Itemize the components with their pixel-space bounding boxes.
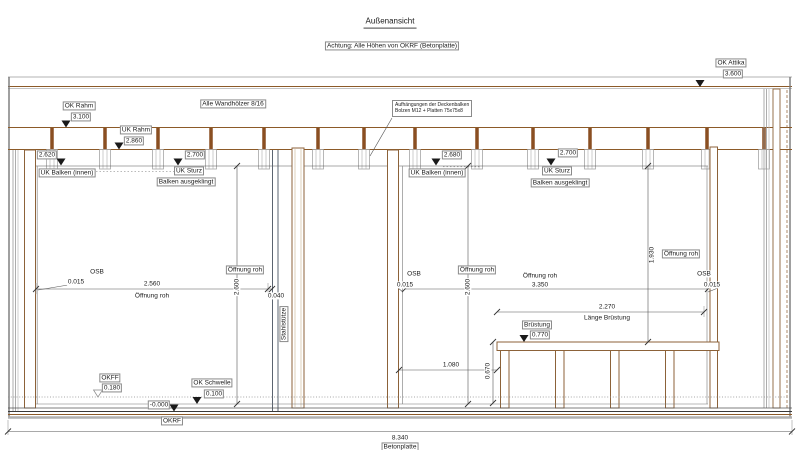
wall-timbers-note: Alle Wandhölzer 8/16 [200,99,266,109]
uk-balken-mid-value: 2.680 [441,150,463,160]
hanger-note: Aufhängungen der Deckenbalken Bolzen M12… [392,100,473,117]
uk-balken-left-label: UK Balken (innen) [38,168,96,178]
ok-schwelle-marker [192,397,202,404]
uk-balken-mid-marker [431,158,441,166]
uk-sturz-right-note: Balken ausgeklingt [530,178,590,188]
slab-label: Betonplatte [381,442,419,450]
uk-sturz-left-marker [173,158,183,166]
parapet-height-value: 1.930 [648,245,656,265]
right-wall [706,88,781,409]
uk-sturz-right-value: 2.700 [557,148,579,158]
okff-label: OKFF [99,373,121,383]
uk-rahm-label: UK Rahm [119,125,153,135]
osb-right-thickness: 0.015 [702,281,722,289]
bruestung-marker [519,335,529,342]
bruestung-railing [496,341,720,409]
level-markers [56,80,705,412]
page-title: Außenansicht [363,17,417,29]
uk-balken-mid-label: UK Balken (innen) [408,168,466,178]
bruestung-label: Brüstung [521,320,553,330]
wall-studs [50,128,766,150]
uk-rahm-value: 2.860 [123,136,145,146]
bruestung-length-label: Länge Brüstung [583,314,631,322]
okrf-label: OKRF [160,416,184,426]
uk-sturz-left-note: Balken ausgeklingt [156,177,216,187]
opening1-height-label: Öffnung roh [225,265,265,275]
floor-slab [8,396,792,419]
ok-schwelle-label: OK Schwelle [191,378,233,388]
okff-value: 0.180 [101,383,123,393]
ok-rahm-marker [61,120,71,128]
opening2-width-value: 3.350 [530,281,550,289]
wall-to-bruestung-value: 1.080 [441,361,461,369]
osb-mid-label: OSB [406,270,422,278]
uk-sturz-left-label: UK Sturz [173,166,205,176]
opening2-height-label: Öffnung roh [457,265,497,275]
slab-length-value: 8.340 [390,434,410,442]
bruestung-length-value: 2.270 [597,303,617,311]
bruestung-value: 0.770 [529,330,551,340]
leader-lines [37,117,719,293]
building-outline [8,76,792,418]
ok-rahm-label: OK Rahm [62,101,96,111]
hanger-note-line1: Aufhängungen der Deckenbalken [395,102,470,108]
opening2-height-value: 2.600 [464,277,472,297]
hanger-note-line2: Bolzen M12 + Platten 75x75x8 [395,108,463,115]
uk-sturz-right-marker [546,158,556,166]
ok-attika-marker [695,80,705,87]
opening1-width-value: 2.560 [142,280,162,288]
steel-gap-value: 0.040 [266,292,286,300]
bruestung-rail-height-value: 0.670 [484,361,492,381]
osb-right-label: OSB [696,270,712,278]
uk-sturz-right-label: UK Sturz [541,166,573,176]
middle-wall [272,147,403,412]
opening1-width-label: Öffnung roh [133,292,171,300]
parapet-height-label: Öffnung roh [661,249,701,259]
ok-schwelle-value: 0.100 [203,389,225,399]
opening1-height-value: 2.600 [233,277,241,297]
ok-attika-label: OK Attika [715,58,747,68]
uk-balken-left-value: 2.620 [36,150,58,160]
steel-column-label: Stahlstütze [279,305,289,343]
okrf-value: -0.000 [147,400,171,410]
uk-sturz-left-value: 2.700 [184,150,206,160]
left-wall [12,149,38,411]
osb-left-label: OSB [89,268,105,276]
osb-mid-thickness: 0.015 [395,281,415,289]
notice-label: Achtung: Alle Höhen von OKRF (Betonplatt… [324,41,460,51]
opening2-width-label: Öffnung roh [521,272,559,280]
dimension-lines [4,162,796,435]
ok-rahm-value: 3.100 [70,112,92,122]
ok-attika-value: 3.600 [722,69,744,79]
osb-left-thickness: 0.015 [66,278,86,286]
uk-rahm-marker [114,142,124,150]
